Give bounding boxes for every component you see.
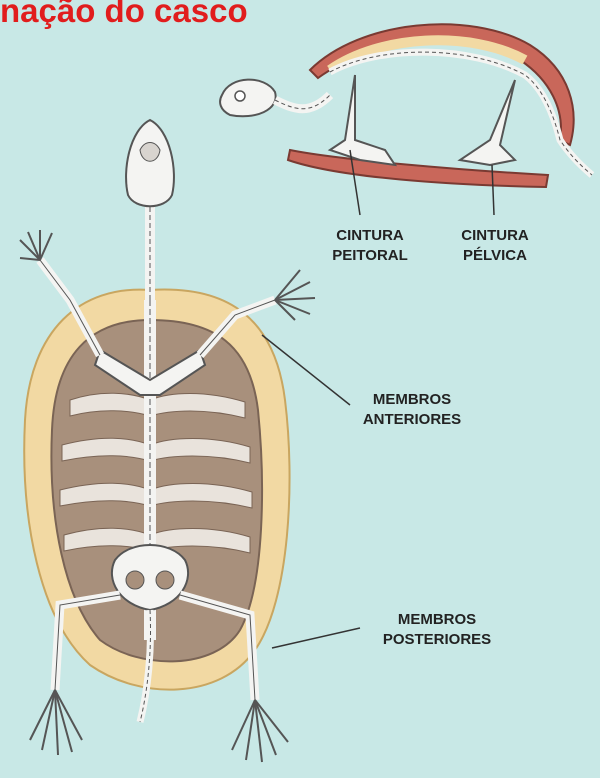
label-line: ANTERIORES	[352, 410, 472, 430]
pectoral-girdle-side	[330, 75, 395, 165]
skull-top	[126, 120, 174, 206]
pelvic-girdle-side	[460, 80, 515, 165]
label-line: MEMBROS	[372, 610, 502, 630]
label-line: PEITORAL	[325, 246, 415, 266]
label-line: CINTURA	[450, 226, 540, 246]
label-line: POSTERIORES	[372, 630, 502, 650]
label-line: MEMBROS	[352, 390, 472, 410]
label-cintura-pelvica: CINTURA PÉLVICA	[450, 226, 540, 266]
top-view-skeleton	[20, 120, 360, 762]
label-line: CINTURA	[325, 226, 415, 246]
skull-side	[220, 80, 276, 117]
label-membros-posteriores: MEMBROS POSTERIORES	[372, 610, 502, 650]
label-cintura-peitoral: CINTURA PEITORAL	[325, 226, 415, 266]
label-membros-anteriores: MEMBROS ANTERIORES	[352, 390, 472, 430]
side-view-skeleton	[220, 24, 592, 215]
label-line: PÉLVICA	[450, 246, 540, 266]
